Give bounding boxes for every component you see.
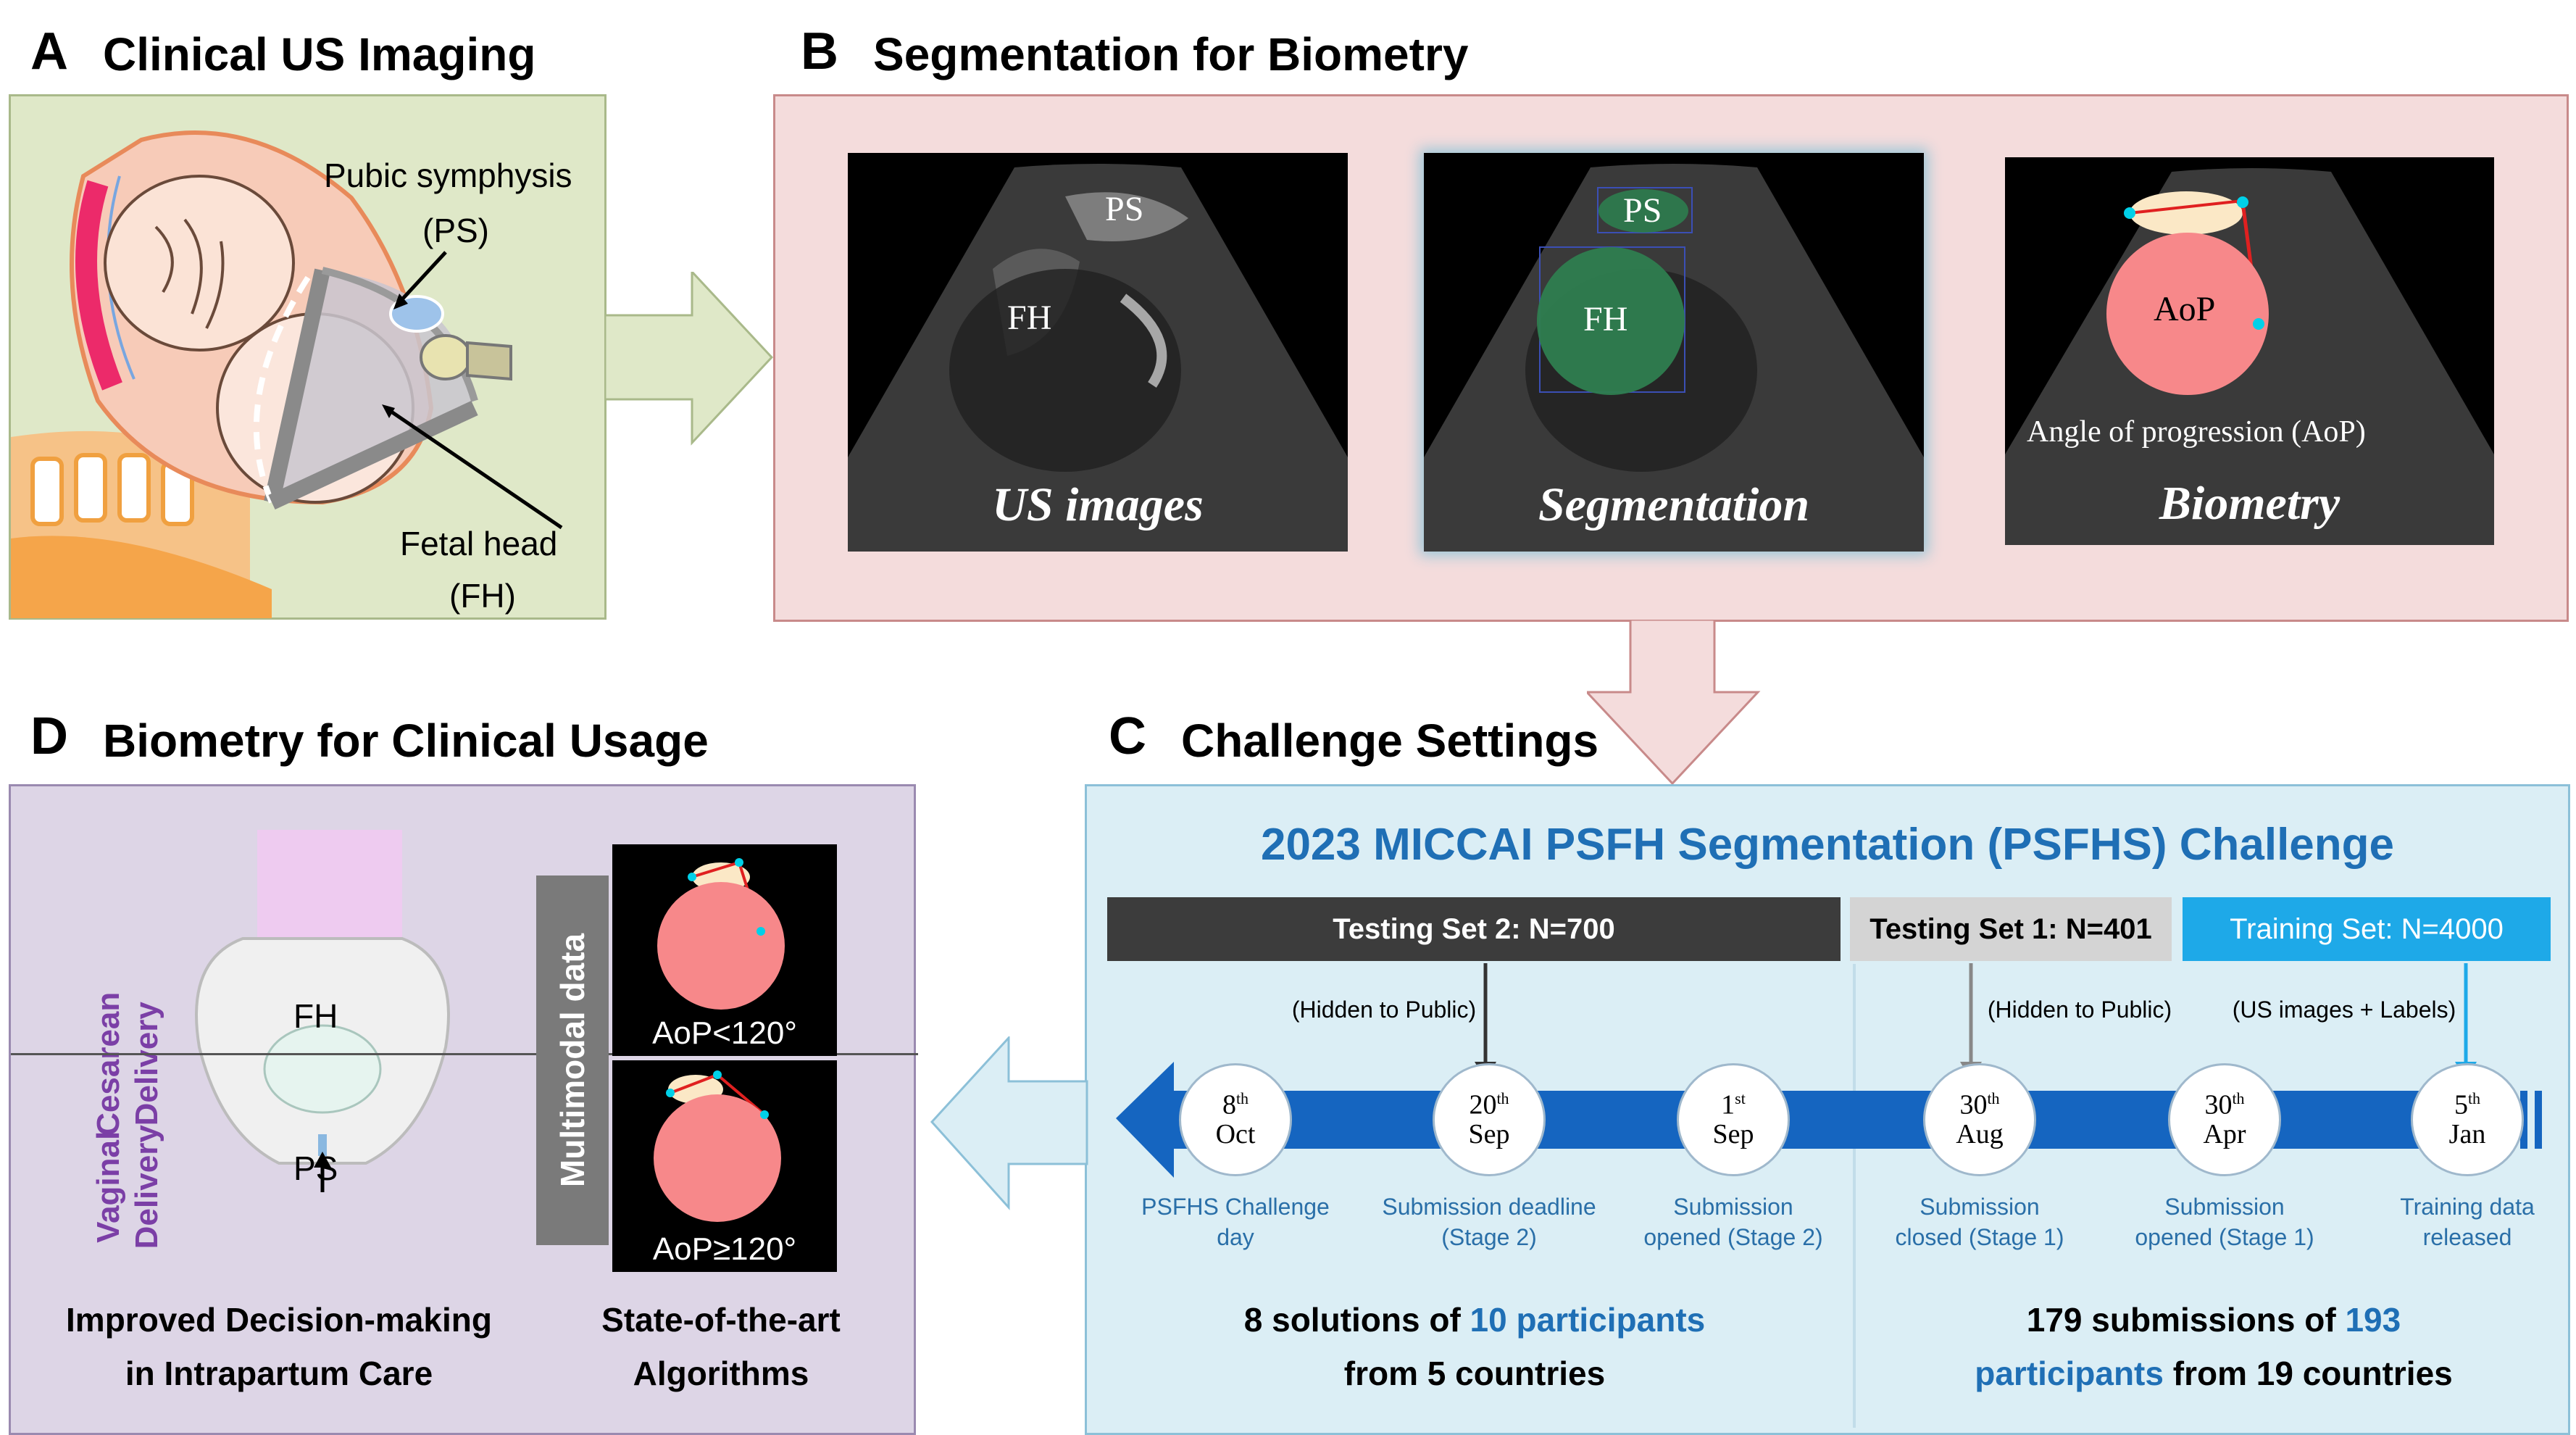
panel-d-letter: D <box>30 707 68 765</box>
biometry-image: AoP Angle of progression (AoP) Biometry <box>2005 157 2494 545</box>
milestone-event: Submission deadline(Stage 2) <box>1382 1194 1596 1250</box>
img2-ps: PS <box>1623 191 1662 230</box>
panel-c: 2023 MICCAI PSFH Segmentation (PSFHS) Ch… <box>1085 784 2570 1435</box>
milestone-month: Jan <box>2448 1118 2486 1149</box>
milestone-month: Oct <box>1215 1118 1256 1149</box>
aop-ge-label: AoP≥120° <box>652 1231 797 1267</box>
caption-algorithms: State-of-the-art Algorithms <box>533 1294 909 1400</box>
panel-a-title: Clinical US Imaging <box>103 28 536 80</box>
caption-decision-making: Improved Decision-making in Intrapartum … <box>25 1294 533 1400</box>
img2-caption: Segmentation <box>1538 478 1810 531</box>
panel-c-title: Challenge Settings <box>1181 715 1599 767</box>
milestone-day: 8th <box>1222 1089 1249 1120</box>
img1-caption: US images <box>992 478 1204 531</box>
milestone-day: 30th <box>1959 1089 2000 1120</box>
delivery-divider <box>11 1053 918 1055</box>
img2-fh: FH <box>1583 300 1628 338</box>
stat-left-pre: 8 solutions of <box>1243 1301 1470 1339</box>
milestone-day: 5th <box>2454 1089 2481 1120</box>
note-test2: (Hidden to Public) <box>1291 997 1477 1023</box>
stage-divider <box>1853 964 1856 1428</box>
fh-label: Fetal head <box>400 525 558 562</box>
aop-lt-label: AoP<120° <box>652 1015 797 1051</box>
panel-a-letter: A <box>30 22 68 80</box>
testing-set-2-bar: Testing Set 2: N=700 <box>1107 897 1841 961</box>
timeline <box>1116 963 2542 1178</box>
us-image: PS FH US images <box>848 153 1348 552</box>
aop-note: Angle of progression (AoP) <box>2027 415 2366 449</box>
milestone-day: 1st <box>1721 1089 1746 1120</box>
aop-lt-image: AoP<120° <box>612 844 837 1056</box>
aop-label: AoP <box>2154 290 2216 328</box>
panel-a: Pubic symphysis (PS) Fetal head (FH) <box>9 94 607 620</box>
stat-right-post: from 19 countries <box>2163 1354 2453 1392</box>
panel-b-letter: B <box>801 22 838 80</box>
stat-left-highlight: 10 participants <box>1470 1301 1706 1339</box>
caption-right-line2: Algorithms <box>633 1354 809 1392</box>
stat-right-highlight-1: 193 <box>2345 1301 2401 1339</box>
clinical-illustration <box>11 130 563 618</box>
img1-ps: PS <box>1105 190 1144 228</box>
stat-left-line2: from 5 countries <box>1343 1354 1606 1392</box>
fh-label-d: FH <box>293 997 338 1035</box>
arrow-a-to-b <box>605 272 774 446</box>
img3-caption: Biometry <box>2159 477 2341 530</box>
fh-abbrev: (FH) <box>449 577 516 615</box>
stat-right-highlight-2: participants <box>1975 1354 2164 1392</box>
stat-right: 179 submissions of 193 participants from… <box>1884 1294 2543 1400</box>
ps-label: Pubic symphysis <box>324 157 572 194</box>
challenge-heading: 2023 MICCAI PSFH Segmentation (PSFHS) Ch… <box>1260 820 2395 870</box>
caption-left-line2: in Intrapartum Care <box>125 1354 433 1392</box>
note-train: (US images + Labels) <box>2232 997 2456 1023</box>
milestone-month: Sep <box>1468 1118 1510 1149</box>
ps-label-d: PS <box>293 1149 338 1187</box>
milestone-month: Sep <box>1712 1118 1754 1149</box>
aop-ge-image: AoP≥120° <box>612 1060 837 1272</box>
panel-b-title: Segmentation for Biometry <box>873 28 1469 80</box>
milestone-month: Aug <box>1956 1118 2004 1149</box>
milestone-day: 20th <box>1469 1089 1509 1120</box>
panel-d: Cesarean Delivery Vaginal Delivery FH PS… <box>9 784 918 1435</box>
segmentation-image: PS FH Segmentation <box>1424 153 1924 552</box>
caption-left-line1: Improved Decision-making <box>66 1301 492 1339</box>
stat-right-pre: 179 submissions of <box>2026 1301 2346 1339</box>
multimodal-bar: Multimodal data <box>536 875 609 1245</box>
panel-c-letter: C <box>1109 707 1146 765</box>
img1-fh: FH <box>1007 299 1052 337</box>
testing-set-1-bar: Testing Set 1: N=401 <box>1850 897 2172 961</box>
panel-d-title: Biometry for Clinical Usage <box>103 715 709 767</box>
note-test1: (Hidden to Public) <box>1987 997 2172 1023</box>
stat-left: 8 solutions of 10 participants from 5 co… <box>1196 1294 1754 1400</box>
training-set-bar: Training Set: N=4000 <box>2183 897 2551 961</box>
panel-b: PS FH US images PS FH Segmentation <box>773 94 2569 622</box>
milestone-month: Apr <box>2203 1118 2246 1149</box>
caption-right-line1: State-of-the-art <box>601 1301 841 1339</box>
vaginal-delivery-word: Delivery <box>129 1125 164 1249</box>
milestone-day: 30th <box>2204 1089 2245 1120</box>
arrow-b-to-c <box>1587 620 1761 786</box>
vaginal-label: Vaginal Delivery <box>90 1078 167 1296</box>
pelvis-illustration <box>195 830 450 1192</box>
arrow-c-to-d <box>930 1036 1088 1210</box>
ps-abbrev: (PS) <box>422 212 489 249</box>
vaginal-word: Vaginal <box>91 1131 127 1243</box>
multimodal-label: Multimodal data <box>554 933 591 1188</box>
